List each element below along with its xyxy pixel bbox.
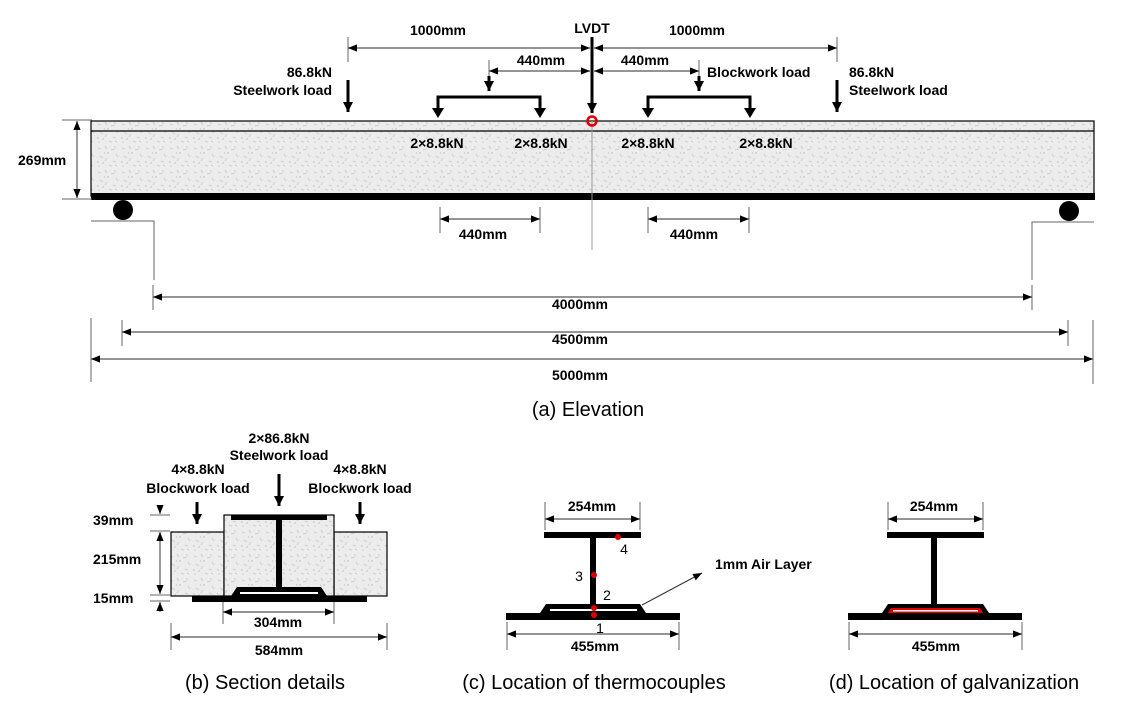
section-steel-name: Steelwork load <box>230 447 329 463</box>
steelwork-right-force: 86.8kN <box>849 64 894 80</box>
thermocouple-2-label: 2 <box>603 587 611 603</box>
web-c <box>590 536 596 606</box>
web-d <box>931 536 937 606</box>
top-flange <box>231 515 327 520</box>
dim-455-d-label: 455mm <box>912 638 960 654</box>
thermocouple-4-icon <box>615 534 621 540</box>
section-block-left-force: 4×8.8kN <box>171 461 224 477</box>
dim-5000-label: 5000mm <box>552 367 608 383</box>
steelwork-right-name: Steelwork load <box>849 82 948 98</box>
dim-1000-left-label: 1000mm <box>410 22 466 38</box>
dim-440-top-right-label: 440mm <box>621 52 669 68</box>
depth-label: 269mm <box>18 152 66 168</box>
dim-584-label: 584mm <box>255 642 303 658</box>
dim-254-c-label: 254mm <box>568 498 616 514</box>
blockwork-spreader-right <box>642 76 756 118</box>
blockwork-load-label: Blockwork load <box>707 64 810 80</box>
section-block-right-name: Blockwork load <box>308 480 411 496</box>
air-layer-leader <box>641 572 703 606</box>
lvdt-marker-icon <box>586 115 598 127</box>
dim-440-bottom-right-label: 440mm <box>670 226 718 242</box>
steelwork-left-force: 86.8kN <box>287 64 332 80</box>
dim-215-label: 215mm <box>93 551 141 567</box>
dim-440-top-left-label: 440mm <box>517 52 565 68</box>
air-layer-label: 1mm Air Layer <box>715 556 812 572</box>
block-left <box>170 531 225 597</box>
thermocouple-3-label: 3 <box>575 568 583 584</box>
point-load-3: 2×8.8kN <box>621 135 674 151</box>
point-load-2: 2×8.8kN <box>514 135 567 151</box>
plate <box>192 596 367 602</box>
dim-4000-label: 4000mm <box>552 296 608 312</box>
top-flange-c <box>544 532 641 538</box>
point-load-4: 2×8.8kN <box>739 135 792 151</box>
plate-d <box>848 613 1022 620</box>
dim-4500-label: 4500mm <box>552 331 608 347</box>
right-roller-support <box>1059 201 1079 221</box>
block-right <box>333 531 388 597</box>
dim-1000-right-label: 1000mm <box>669 22 725 38</box>
top-flange-d <box>887 532 984 538</box>
caption-section: (b) Section details <box>185 672 345 694</box>
section-steel-force: 2×86.8kN <box>248 430 309 446</box>
left-support-outline <box>91 220 155 280</box>
steel-beam-bottom-flange <box>91 193 1095 200</box>
section-block-right-force: 4×8.8kN <box>333 461 386 477</box>
right-support-outline <box>1031 221 1094 280</box>
thermocouple-1-label: 1 <box>596 620 604 636</box>
left-roller-support <box>113 200 133 220</box>
thermocouple-1-icon <box>591 612 597 618</box>
dim-304-label: 304mm <box>254 614 302 630</box>
caption-elevation: (a) Elevation <box>532 399 644 421</box>
web <box>276 518 282 588</box>
dim-39-label: 39mm <box>93 512 133 528</box>
thermocouple-4-label: 4 <box>620 541 628 557</box>
caption-galvanization: (d) Location of galvanization <box>829 672 1079 694</box>
dim-15-label: 15mm <box>93 590 133 606</box>
dim-455-c-label: 455mm <box>571 638 619 654</box>
point-load-1: 2×8.8kN <box>410 135 463 151</box>
thermocouple-2-icon <box>591 605 597 611</box>
thermocouple-3-icon <box>591 572 597 578</box>
dim-440-bottom-left-label: 440mm <box>459 226 507 242</box>
elevation-panel: 269mm LVDT 1000mm 1000mm 440mm 440mm 86.… <box>18 20 1095 421</box>
galvanization-panel: 254mm 455mm (d) Location of galvanizatio… <box>829 498 1079 694</box>
section-panel: 2×86.8kN Steelwork load 4×8.8kN Blockwor… <box>93 430 412 694</box>
blockwork-spreader-left <box>432 76 546 118</box>
caption-thermocouples: (c) Location of thermocouples <box>462 672 725 694</box>
steelwork-left-name: Steelwork load <box>233 82 332 98</box>
thermocouple-panel: 254mm 1 2 3 4 1mm Air Layer 455mm (c) Lo… <box>462 498 812 694</box>
galvanized-gap <box>893 610 978 612</box>
section-block-left-name: Blockwork load <box>146 480 249 496</box>
dim-254-d-label: 254mm <box>910 498 958 514</box>
lvdt-label: LVDT <box>574 20 610 36</box>
air-gap <box>240 592 318 594</box>
bottom-flange <box>231 587 327 596</box>
